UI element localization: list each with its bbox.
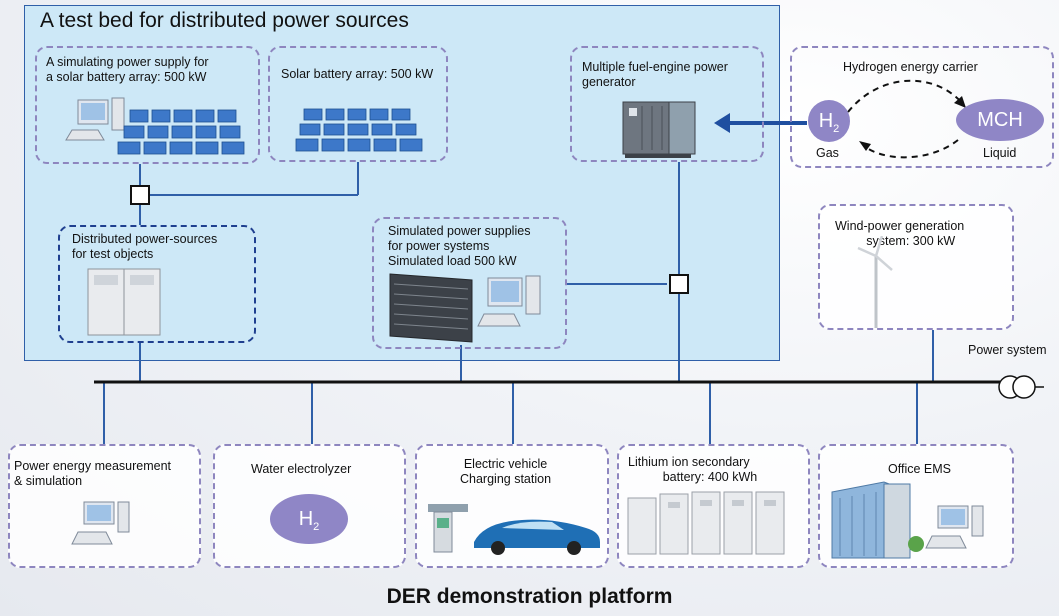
simulated-supplies-box xyxy=(372,217,567,349)
hydrogen-carrier-box xyxy=(790,46,1054,168)
solar-array-box xyxy=(268,46,448,162)
solar-panel-icon xyxy=(295,108,423,152)
fuel-engine-generator-box xyxy=(570,46,764,162)
diagram-caption: DER demonstration platform xyxy=(386,585,673,608)
battery-cabinet-icon xyxy=(627,491,785,555)
h2-bubble: H2 xyxy=(808,100,850,142)
fuel-engine-generator-label: Multiple fuel-engine power generator xyxy=(582,60,728,89)
wind-turbine-icon xyxy=(857,236,893,328)
distributed-sources-label: Distributed power-sources for test objec… xyxy=(72,232,218,261)
computer-solar-icon xyxy=(65,97,245,155)
breaker-switch xyxy=(130,185,150,205)
h2-subscript: 2 xyxy=(833,123,840,135)
wind-generation-box xyxy=(818,204,1014,330)
generator-icon xyxy=(622,101,696,158)
liquid-label: Liquid xyxy=(983,146,1017,160)
ev-charging-label: Electric vehicle Charging station xyxy=(460,457,552,486)
gas-label: Gas xyxy=(816,146,839,160)
h2-subscript: 2 xyxy=(313,521,320,533)
h2-symbol: H xyxy=(298,508,314,530)
arrow-head-icon xyxy=(714,113,730,133)
hydrogen-carrier-label: Hydrogen energy carrier xyxy=(843,60,978,74)
wind-generation-label: Wind-power generation system: 300 kW xyxy=(835,219,965,248)
power-cabinet-icon xyxy=(87,268,161,336)
office-ems-label: Office EMS xyxy=(888,462,951,476)
breaker-switch xyxy=(669,274,689,294)
h2-symbol: H xyxy=(818,110,834,132)
lithium-battery-label: Lithium ion secondary battery: 400 kWh xyxy=(628,455,758,484)
simulated-supplies-label: Simulated power supplies for power syste… xyxy=(388,224,531,268)
power-system-label: Power system xyxy=(968,343,1047,357)
sim-solar-supply-box xyxy=(35,46,260,164)
electrolyzer-box xyxy=(213,444,406,568)
computer-icon xyxy=(71,501,130,545)
sim-solar-supply-label: A simulating power supply for a solar ba… xyxy=(46,55,209,84)
h2-electrolyzer-icon: H2 xyxy=(270,494,348,544)
mch-bubble: MCH xyxy=(956,99,1044,141)
ev-charging-icon xyxy=(428,504,600,555)
dehydrogenation-arrow xyxy=(863,139,959,159)
measurement-label: Power energy measurement & simulation xyxy=(14,459,172,488)
solar-array-label: Solar battery array: 500 kW xyxy=(281,67,434,81)
testbed-title: A test bed for distributed power sources xyxy=(40,9,409,32)
hydrogenation-arrow xyxy=(847,79,963,113)
office-building-icon xyxy=(831,481,984,559)
electrolyzer-label: Water electrolyzer xyxy=(251,462,352,476)
distributed-sources-box xyxy=(58,225,256,343)
simulator-rack-icon xyxy=(389,273,541,343)
transformer-icon xyxy=(998,375,1036,399)
